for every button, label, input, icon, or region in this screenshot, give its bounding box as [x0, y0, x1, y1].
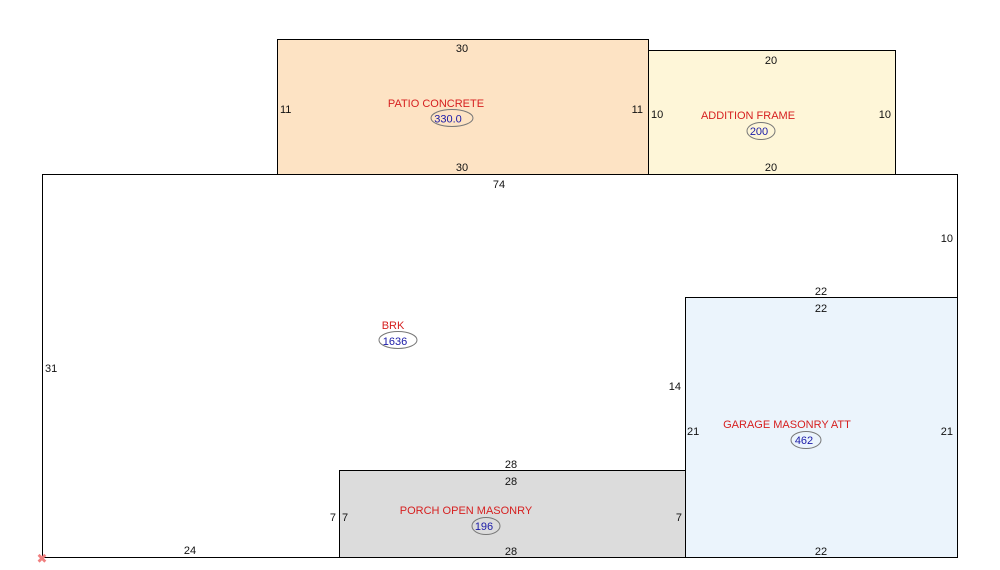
main-dim-bottom: 24 — [184, 545, 196, 557]
main-area-ellipse — [378, 331, 418, 349]
porch-dim-top: 28 — [505, 476, 517, 488]
main-dim-left: 31 — [45, 363, 57, 375]
addition-section[interactable]: ADDITION FRAME 200 20 20 10 10 — [648, 50, 896, 175]
garage-dim-left: 21 — [687, 426, 699, 438]
garage-label: GARAGE MASONRY ATT — [723, 419, 851, 431]
main-dim-step-porch: 28 — [505, 459, 517, 471]
porch-dim-left: 7 — [342, 512, 348, 524]
porch-label: PORCH OPEN MASONRY — [400, 505, 533, 517]
porch-dim-bottom: 28 — [505, 546, 517, 558]
main-dim-right-upper: 10 — [941, 233, 953, 245]
porch-section[interactable]: PORCH OPEN MASONRY 196 28 28 7 7 7 — [330, 470, 686, 559]
patio-area-ellipse — [430, 109, 474, 127]
origin-x-icon: ✖ — [37, 551, 48, 566]
patio-label: PATIO CONCRETE — [388, 98, 484, 110]
porch-area-value: 196 — [475, 521, 493, 533]
porch-dim-left-outer: 7 — [330, 512, 336, 524]
garage-area-value: 462 — [795, 435, 813, 447]
patio-area-value: 330.0 — [434, 114, 462, 126]
addition-dim-bottom: 20 — [765, 162, 777, 174]
patio-dim-right: 11 — [632, 104, 643, 116]
patio-outline — [277, 39, 649, 175]
addition-area-value: 200 — [750, 126, 768, 138]
garage-section[interactable]: GARAGE MASONRY ATT 462 22 22 21 21 — [685, 297, 958, 559]
main-dim-top: 74 — [493, 179, 505, 191]
porch-outline — [339, 470, 686, 558]
garage-dim-right: 21 — [941, 426, 953, 438]
garage-area-ellipse — [790, 431, 822, 449]
garage-outline — [685, 297, 958, 558]
main-dim-step-top: 22 — [815, 286, 827, 298]
addition-area-ellipse — [746, 122, 776, 140]
patio-dim-left: 11 — [280, 104, 291, 116]
main-label: BRK — [382, 320, 405, 332]
patio-dim-bottom: 30 — [456, 162, 468, 174]
patio-dim-top: 30 — [456, 43, 468, 55]
porch-area-ellipse — [471, 517, 501, 535]
patio-section[interactable]: PATIO CONCRETE 330.0 30 30 11 11 — [277, 39, 649, 175]
addition-dim-right: 10 — [879, 109, 891, 121]
garage-dim-top: 22 — [815, 303, 827, 315]
addition-outline — [648, 50, 896, 175]
addition-dim-top: 20 — [765, 55, 777, 67]
porch-dim-right: 7 — [676, 512, 682, 524]
garage-dim-bottom: 22 — [815, 546, 827, 558]
addition-label: ADDITION FRAME — [701, 110, 795, 122]
main-area-value: 1636 — [383, 336, 407, 348]
addition-dim-left: 10 — [651, 109, 663, 121]
main-dim-step-left: 14 — [669, 381, 681, 393]
